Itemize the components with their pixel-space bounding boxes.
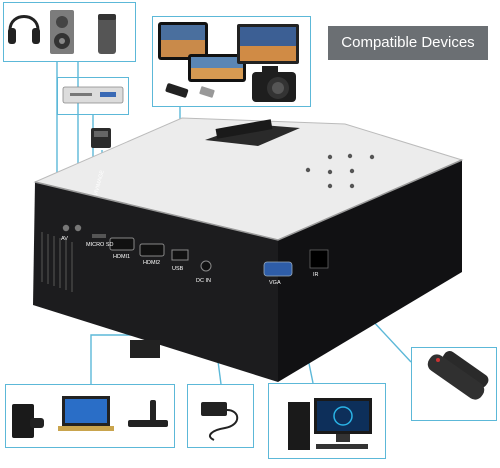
smart-speaker-icon [98, 14, 116, 54]
usb-label: USB [172, 266, 184, 272]
ir-label: IR [313, 272, 319, 278]
laptop-icon [237, 24, 299, 64]
usb-port [171, 249, 189, 261]
speaker-icon [50, 10, 74, 54]
laptop-icon [58, 396, 114, 431]
power-adapter-icon [201, 402, 239, 441]
ir-sensor [309, 249, 329, 269]
tablet-icon [158, 22, 208, 60]
game-console-icon [12, 404, 44, 438]
vga-port [263, 261, 293, 277]
micro-sd-card-icon [91, 128, 111, 148]
av-ports [62, 224, 82, 232]
dc-in-port [200, 260, 212, 272]
remote-control-icon [427, 351, 489, 400]
vga-label: VGA [269, 280, 281, 286]
usb-drive-icon [165, 83, 215, 98]
compatible-devices-badge: Compatible Devices [328, 26, 488, 60]
micro-sd-slot [92, 234, 106, 238]
hdmi2-label: HDMI2 [143, 260, 160, 266]
projector [33, 117, 464, 382]
hdmi1-label: HDMI1 [113, 254, 130, 260]
dc-in-label: DC IN [196, 278, 211, 284]
av-label: AV [61, 236, 68, 242]
smartphone-icon [188, 54, 246, 82]
dvd-player-icon [62, 86, 124, 104]
streaming-stick-icon [128, 400, 168, 427]
hdmi-ports [109, 237, 165, 257]
headphones-icon [8, 15, 40, 44]
micro-sd-label: MICRO SD [86, 242, 114, 248]
camera-icon [252, 66, 296, 102]
desktop-pc-icon [288, 398, 372, 450]
